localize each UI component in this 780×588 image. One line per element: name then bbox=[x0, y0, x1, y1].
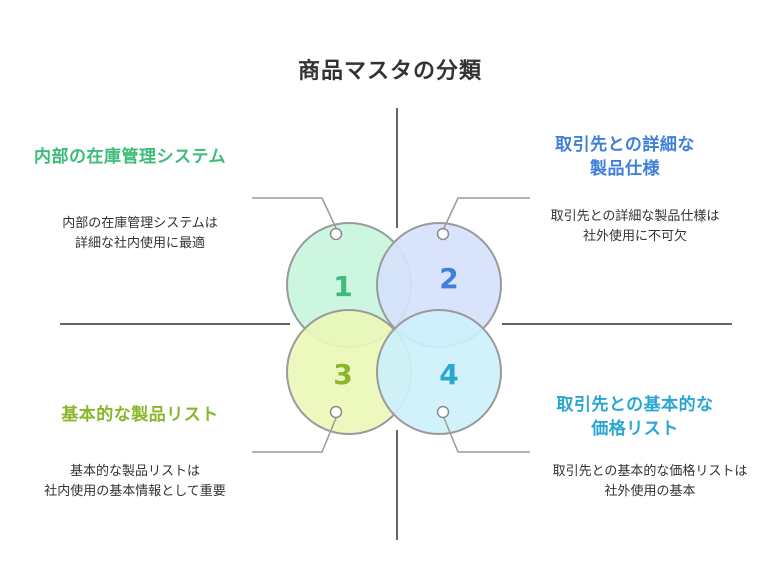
leader-line-1 bbox=[252, 197, 337, 229]
quadrant-1-heading: 内部の在庫管理システム bbox=[10, 145, 250, 169]
quadrant-2-desc-line-1: 取引先との詳細な製品仕様は bbox=[550, 209, 720, 224]
leader-line-3 bbox=[252, 417, 337, 453]
leader-line-4 bbox=[443, 417, 530, 453]
quadrant-3-desc-line-2: 社内使用の基本情報として重要 bbox=[44, 484, 226, 499]
page-title: 商品マスタの分類 bbox=[297, 59, 482, 84]
circle-number-4: 4 bbox=[439, 358, 458, 391]
quadrant-4-desc-line-1: 取引先との基本的な価格リストは bbox=[552, 464, 748, 479]
quadrant-1-description: 内部の在庫管理システムは 詳細な社内使用に最適 bbox=[20, 214, 260, 254]
leader-line-2 bbox=[443, 197, 530, 229]
quadrant-1-heading-line: 内部の在庫管理システム bbox=[34, 147, 226, 167]
quadrant-2-heading-line-2: 製品仕様 bbox=[590, 159, 660, 179]
quadrant-2-heading-line-1: 取引先との詳細な bbox=[555, 135, 695, 155]
circle-number-3: 3 bbox=[333, 358, 352, 391]
quadrant-1-desc-line-1: 内部の在庫管理システムは bbox=[62, 216, 218, 231]
circle-number-2: 2 bbox=[439, 262, 458, 295]
anchor-dot-3 bbox=[329, 405, 343, 419]
quadrant-2-description: 取引先との詳細な製品仕様は 社外使用に不可欠 bbox=[515, 207, 755, 247]
quadrant-4-heading-line-2: 価格リスト bbox=[591, 419, 679, 439]
anchor-dot-4 bbox=[436, 405, 450, 419]
quadrant-2-desc-line-2: 社外使用に不可欠 bbox=[582, 229, 687, 244]
circle-number-1: 1 bbox=[333, 270, 352, 303]
quadrant-4-heading: 取引先との基本的な 価格リスト bbox=[515, 393, 755, 441]
quadrant-2-heading: 取引先との詳細な 製品仕様 bbox=[510, 133, 740, 181]
anchor-dot-1 bbox=[329, 227, 343, 241]
quadrant-4-desc-line-2: 社外使用の基本 bbox=[604, 484, 696, 499]
anchor-dot-2 bbox=[436, 227, 450, 241]
quadrant-4-heading-line-1: 取引先との基本的な bbox=[556, 395, 714, 415]
quadrant-3-description: 基本的な製品リストは 社内使用の基本情報として重要 bbox=[10, 462, 260, 502]
quadrant-3-heading: 基本的な製品リスト bbox=[30, 403, 250, 427]
quadrant-4-description: 取引先との基本的な価格リストは 社外使用の基本 bbox=[525, 462, 775, 502]
quadrant-3-desc-line-1: 基本的な製品リストは bbox=[69, 464, 200, 479]
quadrant-3-heading-line: 基本的な製品リスト bbox=[61, 405, 219, 425]
circle-4 bbox=[376, 309, 502, 435]
quadrant-1-desc-line-2: 詳細な社内使用に最適 bbox=[74, 236, 205, 251]
